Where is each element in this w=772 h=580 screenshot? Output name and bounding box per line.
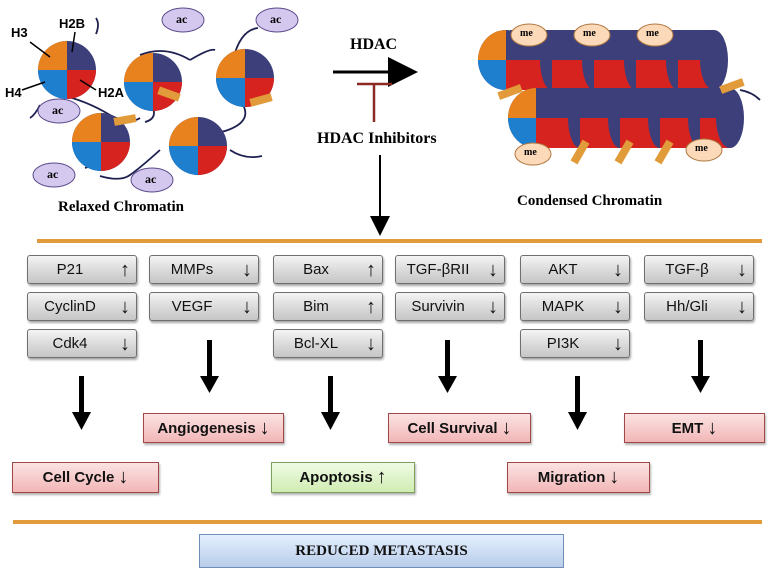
trend-arrow: ↓ [488, 259, 498, 281]
outcome-cell-survival: Cell Survival ↓ [388, 413, 531, 443]
gene-box: Bax ↑ [273, 255, 383, 284]
histone-pointer [21, 31, 97, 91]
acetyl-label: ac [47, 167, 59, 181]
outcome-label: Cell Survival [407, 419, 498, 437]
gene-label: VEGF [171, 298, 213, 315]
gene-label: Bax [303, 261, 329, 278]
gene-box: Hh/Gli ↓ [644, 292, 754, 321]
reduced-metastasis-box: REDUCED METASTASIS [199, 534, 564, 568]
gene-label: MAPK [541, 298, 585, 315]
gene-box: MMPs ↓ [149, 255, 259, 284]
methyl-label: me [520, 28, 533, 39]
gene-label: Bcl-XL [293, 335, 339, 352]
trend-arrow: ↓ [242, 259, 252, 281]
trend-arrow: ↓ [613, 296, 623, 318]
inhibitor-symbol [357, 82, 392, 122]
label-h2b: H2B [59, 16, 86, 31]
trend-arrow: ↓ [609, 466, 620, 488]
methyl-label: me [524, 147, 537, 158]
outcome-emt: EMT ↓ [624, 413, 765, 443]
trend-arrow: ↑ [366, 296, 376, 318]
condensed-chromatin-caption: Condensed Chromatin [517, 193, 663, 209]
acetyl-label: ac [176, 12, 188, 26]
gene-label: MMPs [170, 261, 214, 278]
hdac-inhibitors-label: HDAC Inhibitors [317, 130, 437, 147]
outcome-migration: Migration ↓ [507, 462, 650, 493]
linker-histone [113, 86, 273, 126]
gene-box: TGF-β ↓ [644, 255, 754, 284]
relaxed-chromatin-caption: Relaxed Chromatin [58, 199, 184, 215]
gene-label: TGF-βRII [406, 261, 470, 278]
trend-arrow: ↓ [707, 416, 718, 439]
divider [13, 520, 762, 524]
trend-arrow: ↓ [366, 333, 376, 355]
trend-arrow: ↑ [376, 466, 387, 488]
gene-box: P21 ↑ [27, 255, 137, 284]
hdac-label: HDAC [350, 36, 398, 53]
methyl-label: me [646, 28, 659, 39]
gene-box: AKT ↓ [520, 255, 630, 284]
trend-arrow: ↓ [613, 259, 623, 281]
outcome-label: Migration [537, 469, 606, 486]
outcome-label: Angiogenesis [157, 419, 256, 437]
trend-arrow: ↓ [488, 296, 498, 318]
gene-box: Bcl-XL ↓ [273, 329, 383, 358]
gene-box: PI3K ↓ [520, 329, 630, 358]
nucleosome [72, 113, 130, 171]
nucleosome [124, 53, 182, 111]
gene-box: VEGF ↓ [149, 292, 259, 321]
nucleosome [38, 41, 96, 99]
acetyl-label: ac [145, 172, 157, 186]
trend-arrow: ↓ [120, 333, 130, 355]
trend-arrow: ↓ [737, 296, 747, 318]
nucleosome [169, 117, 227, 175]
acetyl-label: ac [52, 103, 64, 117]
gene-label: CyclinD [44, 298, 96, 315]
gene-label: TGF-β [665, 261, 709, 278]
trend-arrow: ↓ [613, 333, 623, 355]
trend-arrow: ↓ [737, 259, 747, 281]
label-h3: H3 [11, 25, 28, 40]
linker-histone [497, 78, 745, 165]
outcome-label: EMT [671, 419, 704, 437]
methyl-label: me [583, 28, 596, 39]
condensed-fiber [478, 30, 744, 148]
gene-label: Hh/Gli [666, 298, 708, 315]
trend-arrow: ↓ [501, 416, 512, 439]
trend-arrow: ↓ [118, 466, 129, 488]
gene-label: Bim [303, 298, 329, 315]
trend-arrow: ↑ [366, 259, 376, 281]
outcome-label: Apoptosis [299, 469, 373, 486]
gene-box: CyclinD ↓ [27, 292, 137, 321]
dna-strand [739, 89, 761, 101]
gene-box: Bim ↑ [273, 292, 383, 321]
acetyl-label: ac [270, 12, 282, 26]
methyl-label: me [695, 143, 708, 154]
gene-box: MAPK ↓ [520, 292, 630, 321]
acetyl-tag [32, 7, 299, 193]
gene-box: Cdk4 ↓ [27, 329, 137, 358]
gene-label: Survivin [411, 298, 465, 315]
outcome-cell-cycle: Cell Cycle ↓ [12, 462, 159, 493]
label-h2a: H2A [98, 85, 125, 100]
gene-label: P21 [56, 261, 84, 278]
flow-arrows [72, 340, 710, 430]
trend-arrow: ↓ [242, 296, 252, 318]
final-label: REDUCED METASTASIS [295, 542, 468, 559]
trend-arrow: ↑ [120, 259, 130, 281]
label-h4: H4 [5, 85, 22, 100]
trend-arrow: ↓ [120, 296, 130, 318]
gene-label: PI3K [546, 335, 580, 352]
divider [37, 239, 762, 243]
gene-box: Survivin ↓ [395, 292, 505, 321]
gene-label: Cdk4 [52, 335, 88, 352]
trend-arrow: ↓ [259, 416, 270, 439]
methyl-tag [510, 23, 723, 166]
outcome-angiogenesis: Angiogenesis ↓ [143, 413, 284, 443]
outcome-label: Cell Cycle [42, 469, 115, 486]
gene-box: TGF-βRII ↓ [395, 255, 505, 284]
outcome-apoptosis: Apoptosis ↑ [271, 462, 415, 493]
gene-label: AKT [548, 261, 578, 278]
